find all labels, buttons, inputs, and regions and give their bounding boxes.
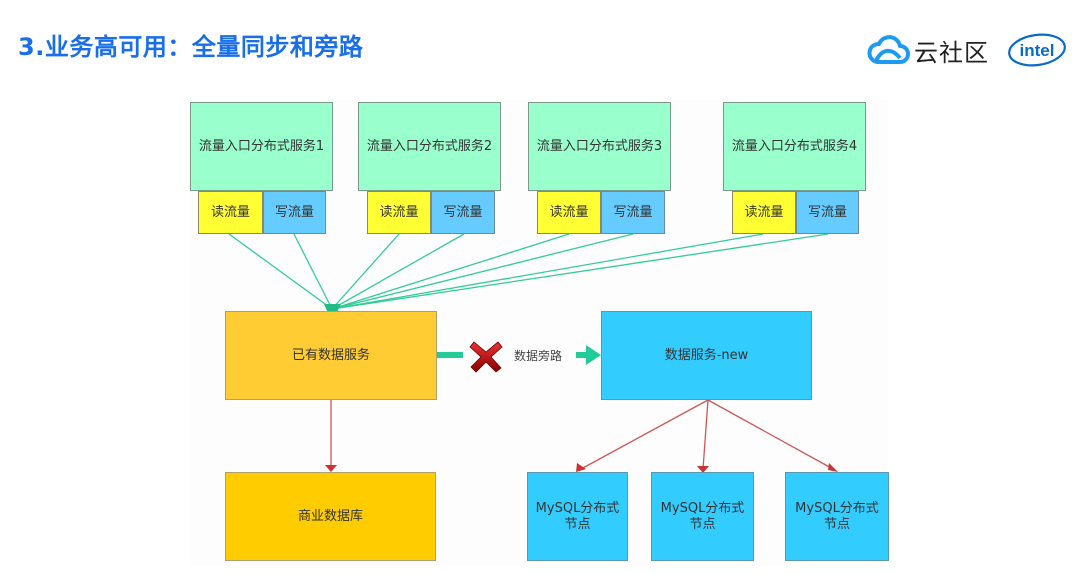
read-traffic-2[interactable]: 读流量 <box>367 191 431 234</box>
read-traffic-3[interactable]: 读流量 <box>537 191 601 234</box>
mysql-node-1-line2: 节点 <box>564 516 591 532</box>
write-traffic-1[interactable]: 写流量 <box>263 191 326 234</box>
mysql-node-3-line1: MySQL分布式 <box>795 500 879 516</box>
read-traffic-1[interactable]: 读流量 <box>198 191 263 234</box>
mysql-node-2[interactable]: MySQL分布式 节点 <box>651 472 754 561</box>
intel-logo: intel <box>1008 33 1066 67</box>
mysql-node-1-line1: MySQL分布式 <box>535 500 620 516</box>
logo-area: 云社区 intel <box>866 30 1067 70</box>
mysql-node-3-line2: 节点 <box>823 516 850 532</box>
write-traffic-4[interactable]: 写流量 <box>796 191 859 234</box>
new-data-service[interactable]: 数据服务-new <box>601 311 812 400</box>
mysql-node-2-line2: 节点 <box>689 516 716 532</box>
bypass-label: 数据旁路 <box>514 349 563 363</box>
entry-service-2[interactable]: 流量入口分布式服务2 <box>358 102 501 191</box>
mysql-node-2-line1: MySQL分布式 <box>660 500 745 516</box>
existing-data-service[interactable]: 已有数据服务 <box>225 311 437 400</box>
mysql-node-3[interactable]: MySQL分布式 节点 <box>785 472 889 561</box>
entry-service-1[interactable]: 流量入口分布式服务1 <box>190 102 333 191</box>
write-traffic-3[interactable]: 写流量 <box>601 191 665 234</box>
red-x-icon <box>469 341 503 373</box>
intel-text: intel <box>1020 41 1055 60</box>
business-database[interactable]: 商业数据库 <box>225 472 436 561</box>
page-title: 3.业务高可用：全量同步和旁路 <box>18 33 364 61</box>
write-traffic-2[interactable]: 写流量 <box>431 191 495 234</box>
read-traffic-4[interactable]: 读流量 <box>732 191 796 234</box>
logo-cloud-text: 云社区 <box>914 38 989 67</box>
entry-service-4[interactable]: 流量入口分布式服务4 <box>723 102 866 191</box>
mysql-node-1[interactable]: MySQL分布式 节点 <box>527 472 628 561</box>
cloud-icon <box>867 35 910 64</box>
entry-service-3[interactable]: 流量入口分布式服务3 <box>528 102 671 191</box>
